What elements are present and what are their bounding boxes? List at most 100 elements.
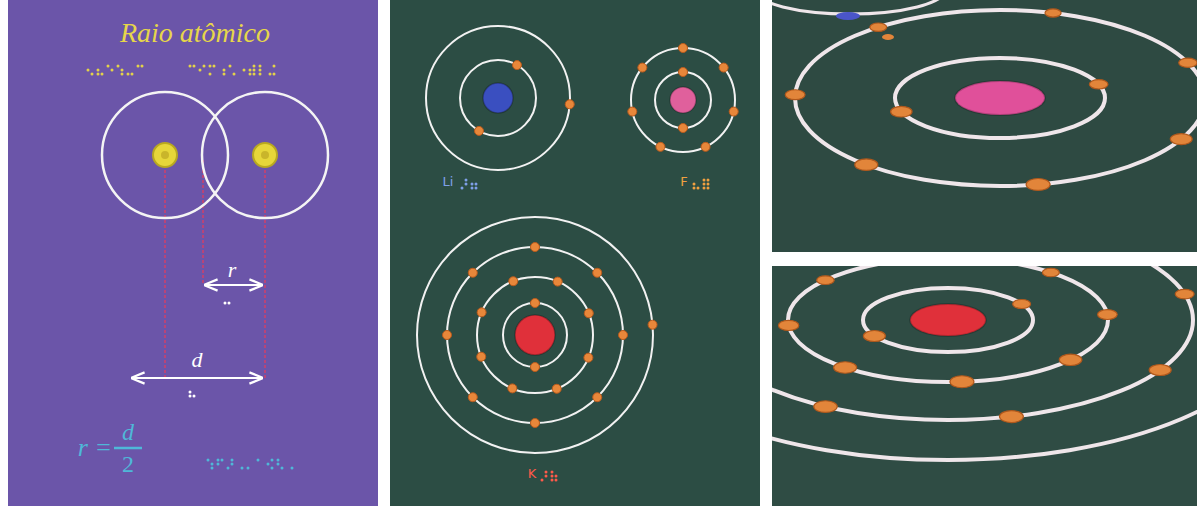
formula-part: r =	[78, 434, 112, 463]
braille-dot	[199, 69, 202, 72]
braille-dot	[141, 65, 144, 68]
electron-shell	[795, 10, 1197, 186]
braille-dot	[121, 73, 124, 76]
braille-dot	[551, 475, 554, 478]
braille-dot	[249, 73, 252, 76]
electron	[513, 61, 522, 70]
electron	[508, 384, 517, 393]
electron-shell	[503, 303, 567, 367]
braille-dot	[233, 73, 236, 76]
electron	[443, 331, 452, 340]
electron	[619, 331, 628, 340]
braille-dot	[107, 65, 110, 68]
element-symbol: F	[680, 175, 687, 189]
electron	[1089, 80, 1108, 89]
atom-photo	[772, 266, 1197, 460]
electron	[855, 159, 878, 171]
braille-dot	[281, 467, 284, 470]
braille-dot	[229, 65, 232, 68]
electron	[1026, 178, 1050, 190]
electron	[1175, 289, 1194, 298]
electron	[565, 100, 574, 109]
electron-shell	[772, 266, 1193, 420]
braille-dot	[87, 69, 90, 72]
braille-dot	[273, 73, 276, 76]
braille-dot	[203, 65, 206, 68]
purple-panel	[8, 0, 378, 506]
braille-dot	[471, 183, 474, 186]
braille-dot	[693, 187, 696, 190]
electron	[531, 243, 540, 252]
braille-dot	[111, 69, 114, 72]
radius-symbol: r	[228, 258, 237, 282]
braille-dot	[227, 467, 230, 470]
braille-dot	[224, 302, 227, 305]
braille-dot	[211, 467, 214, 470]
electron-shell	[895, 58, 1105, 138]
electron	[679, 68, 688, 77]
formula-numerator: d	[122, 419, 134, 445]
braille-dot	[223, 69, 226, 72]
electron	[870, 23, 887, 31]
braille-dot	[228, 302, 231, 305]
braille-dot	[555, 479, 558, 482]
braille-dot	[693, 183, 696, 186]
braille-dot	[253, 73, 256, 76]
electron-shell	[426, 26, 570, 170]
braille-dot	[465, 179, 468, 182]
braille-dot	[231, 459, 234, 462]
braille-dot	[211, 463, 214, 466]
electron	[729, 107, 738, 116]
electron-shell	[772, 266, 1197, 460]
nucleus	[483, 83, 513, 113]
electron	[719, 63, 728, 72]
electron	[584, 309, 593, 318]
braille-dot	[707, 187, 710, 190]
electron-shell	[477, 277, 593, 393]
braille-dot	[213, 65, 216, 68]
braille-dot	[121, 69, 124, 72]
braille-dot	[231, 463, 234, 466]
braille-dot	[555, 475, 558, 478]
electron	[814, 401, 837, 413]
atom-models	[417, 26, 738, 453]
atom-photo	[772, 0, 945, 40]
braille-dot	[189, 391, 192, 394]
braille-dot	[137, 65, 140, 68]
braille-dot	[221, 459, 224, 462]
braille-dot	[243, 69, 246, 72]
electron	[679, 124, 688, 133]
braille-dot	[471, 187, 474, 190]
braille-dot	[193, 395, 196, 398]
nucleus	[670, 87, 696, 113]
electron-shell	[788, 266, 1108, 382]
electron-shell	[460, 60, 536, 136]
braille-dot	[545, 475, 548, 478]
braille-dot	[209, 65, 212, 68]
braille-dot	[101, 73, 104, 76]
element-symbol: Li	[443, 175, 454, 189]
electron	[509, 277, 518, 286]
braille-dot	[241, 467, 244, 470]
electron	[552, 384, 561, 393]
electron-shell	[631, 48, 735, 152]
atomic-radius-figure	[102, 92, 328, 448]
braille-dot	[189, 65, 192, 68]
atom-photo	[785, 9, 1197, 190]
electron	[701, 142, 710, 151]
braille-dot	[207, 459, 210, 462]
braille-dot	[117, 65, 120, 68]
braille-dot	[223, 73, 226, 76]
braille-dot	[271, 459, 274, 462]
braille-dot	[269, 73, 272, 76]
braille-dot	[703, 187, 706, 190]
braille-dot	[131, 73, 134, 76]
electron-shell	[655, 72, 711, 128]
electron	[1098, 310, 1118, 320]
braille-dot	[259, 65, 262, 68]
electron	[834, 362, 857, 374]
braille-dot	[277, 463, 280, 466]
electron-shell	[772, 0, 945, 14]
